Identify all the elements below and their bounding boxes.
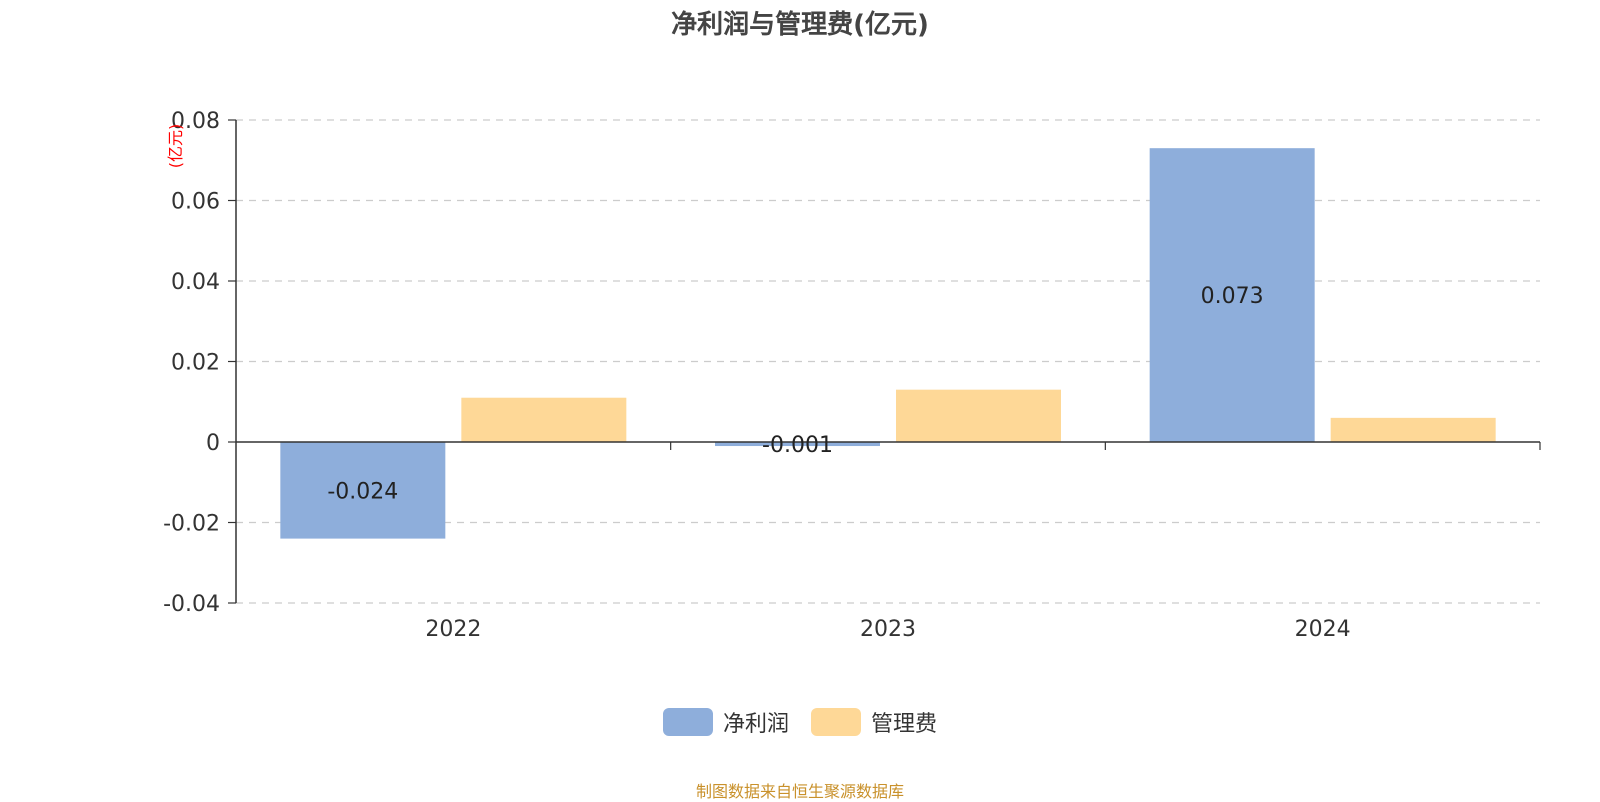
data-label-2023: -0.001 <box>762 433 833 458</box>
x-tick-label-2023: 2023 <box>860 617 916 642</box>
axis-layer: 0.08 0.06 0.04 0.02 0 -0.02 -0.04 2022 2023 2024 <box>163 109 1541 642</box>
y-tick-label: 0.02 <box>171 351 220 376</box>
y-tick-label: -0.04 <box>163 592 220 617</box>
legend: 净利润 管理费 <box>0 706 1600 738</box>
label-layer: -0.024 -0.001 0.073 <box>327 284 1263 504</box>
legend-label-net-profit: 净利润 <box>722 712 789 737</box>
x-tick-label-2022: 2022 <box>425 617 481 642</box>
data-label-2022: -0.024 <box>327 479 398 504</box>
bar-admin-fee-2024 <box>1330 417 1496 442</box>
legend-item-net-profit[interactable]: 净利润 <box>662 706 789 738</box>
bar-net-profit-2024 <box>1149 148 1315 443</box>
y-tick-label: 0 <box>206 431 220 456</box>
data-label-2024: 0.073 <box>1201 284 1264 309</box>
legend-item-admin-fee[interactable]: 管理费 <box>811 706 937 738</box>
grid-layer <box>236 119 1540 604</box>
legend-swatch-admin-fee <box>811 708 861 736</box>
bar-admin-fee-2023 <box>896 389 1061 442</box>
legend-swatch-net-profit <box>662 708 713 736</box>
source-note: 制图数据来自恒生聚源数据库 <box>695 782 904 801</box>
bar-layer <box>280 148 1496 539</box>
bar-admin-fee-2022 <box>461 397 627 442</box>
y-axis-unit-label: (亿元) <box>166 124 185 169</box>
chart-title: 净利润与管理费(亿元) <box>671 10 929 40</box>
y-tick-label: 0.08 <box>171 109 220 134</box>
y-tick-label: -0.02 <box>163 512 220 537</box>
y-tick-label: 0.04 <box>171 270 220 295</box>
x-tick-label-2024: 2024 <box>1295 617 1351 642</box>
legend-label-admin-fee: 管理费 <box>871 712 938 737</box>
y-tick-label: 0.06 <box>171 190 220 215</box>
bar-net-profit-2023 <box>715 442 880 447</box>
bar-net-profit-2022 <box>280 442 446 539</box>
